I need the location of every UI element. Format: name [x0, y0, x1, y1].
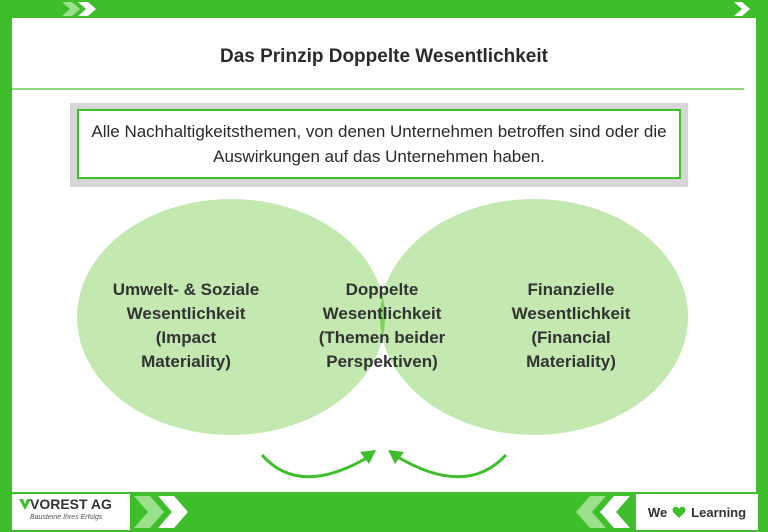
vorest-logo-icon	[19, 499, 31, 510]
arrow-right-to-center	[395, 453, 508, 479]
company-slogan: Bausteine Ihres Erfolgs	[30, 514, 103, 521]
arrow-right-head	[388, 450, 404, 464]
we-love-learning-badge: We Learning	[636, 494, 758, 530]
venn-label-left: Umwelt- & Soziale Wesentlichkeit (Impact…	[112, 280, 260, 371]
company-name: VOREST AG	[30, 496, 112, 512]
venn-label-right: Finanzielle Wesentlichkeit (Financial Ma…	[511, 280, 631, 371]
definition-callout: Alle Nachhaltigkeitsthemen, von denen Un…	[77, 109, 681, 179]
arrow-left-head	[360, 450, 376, 464]
venn-label-center: Doppelte Wesentlichkeit (Themen beider P…	[318, 280, 446, 371]
arrow-left-to-center	[260, 454, 371, 479]
company-logo-box	[12, 494, 130, 530]
chevron-decoration-top	[62, 2, 750, 16]
callout-text: Alle Nachhaltigkeitsthemen, von denen Un…	[91, 122, 667, 166]
venn-circle-right	[380, 199, 688, 435]
claim-we: We	[647, 504, 668, 520]
venn-circle-left	[77, 199, 385, 435]
page-title: Das Prinzip Doppelte Wesentlichkeit	[219, 46, 548, 67]
title-divider	[12, 88, 744, 90]
chevron-decoration-bottom	[134, 496, 630, 528]
heart-icon	[672, 506, 686, 518]
claim-learning: Learning	[691, 504, 747, 520]
